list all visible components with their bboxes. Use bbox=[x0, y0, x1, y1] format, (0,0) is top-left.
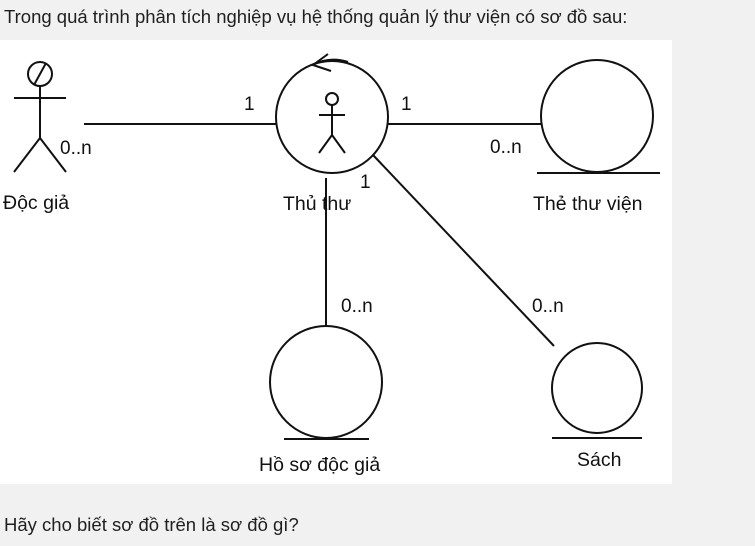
entity-thethuvien-icon bbox=[537, 59, 660, 174]
control-inner-actor-leg-left bbox=[318, 134, 333, 154]
question-intro: Trong quá trình phân tích nghiệp vụ hệ t… bbox=[4, 6, 628, 27]
question-prompt: Hãy cho biết sơ đồ trên là sơ đồ gì? bbox=[4, 514, 299, 535]
control-label: Thủ thư bbox=[283, 193, 351, 215]
actor-leg-left bbox=[13, 137, 41, 173]
entity-sach-icon bbox=[551, 342, 643, 439]
entity-hosodocgia-icon bbox=[269, 325, 383, 440]
association-line-thuthu-sach bbox=[372, 154, 555, 347]
entity-thethuvien-circle bbox=[540, 59, 654, 173]
control-object-icon bbox=[275, 53, 389, 174]
entity-hosodocgia-circle bbox=[269, 325, 383, 439]
actor-head-stroke bbox=[33, 62, 47, 86]
actor-leg-right bbox=[39, 137, 67, 173]
control-arrow-head bbox=[310, 53, 332, 72]
control-circle bbox=[275, 60, 389, 174]
multiplicity-thuthu-thethuvien: 1 bbox=[401, 94, 412, 115]
diagram-panel: Độc giả Thủ thư Thẻ thư viện Hồ sơ độc g… bbox=[0, 40, 672, 484]
control-inner-actor-head bbox=[325, 92, 339, 106]
multiplicity-sach: 0..n bbox=[532, 296, 564, 317]
multiplicity-thuthu-lower: 1 bbox=[360, 172, 371, 193]
control-inner-actor-leg-right bbox=[331, 134, 346, 154]
multiplicity-hosodocgia: 0..n bbox=[341, 296, 373, 317]
multiplicity-docgia: 0..n bbox=[60, 138, 92, 159]
multiplicity-thethuvien: 0..n bbox=[490, 137, 522, 158]
actor-figure-icon bbox=[13, 61, 67, 173]
entity-hosodocgia-label: Hồ sơ độc giả bbox=[259, 454, 380, 476]
actor-label: Độc giả bbox=[3, 192, 69, 214]
entity-sach-label: Sách bbox=[577, 449, 621, 471]
multiplicity-thuthu-docgia: 1 bbox=[244, 94, 255, 115]
analysis-diagram: Độc giả Thủ thư Thẻ thư viện Hồ sơ độc g… bbox=[3, 53, 660, 476]
entity-sach-circle bbox=[551, 342, 643, 434]
entity-thethuvien-label: Thẻ thư viện bbox=[533, 193, 643, 215]
